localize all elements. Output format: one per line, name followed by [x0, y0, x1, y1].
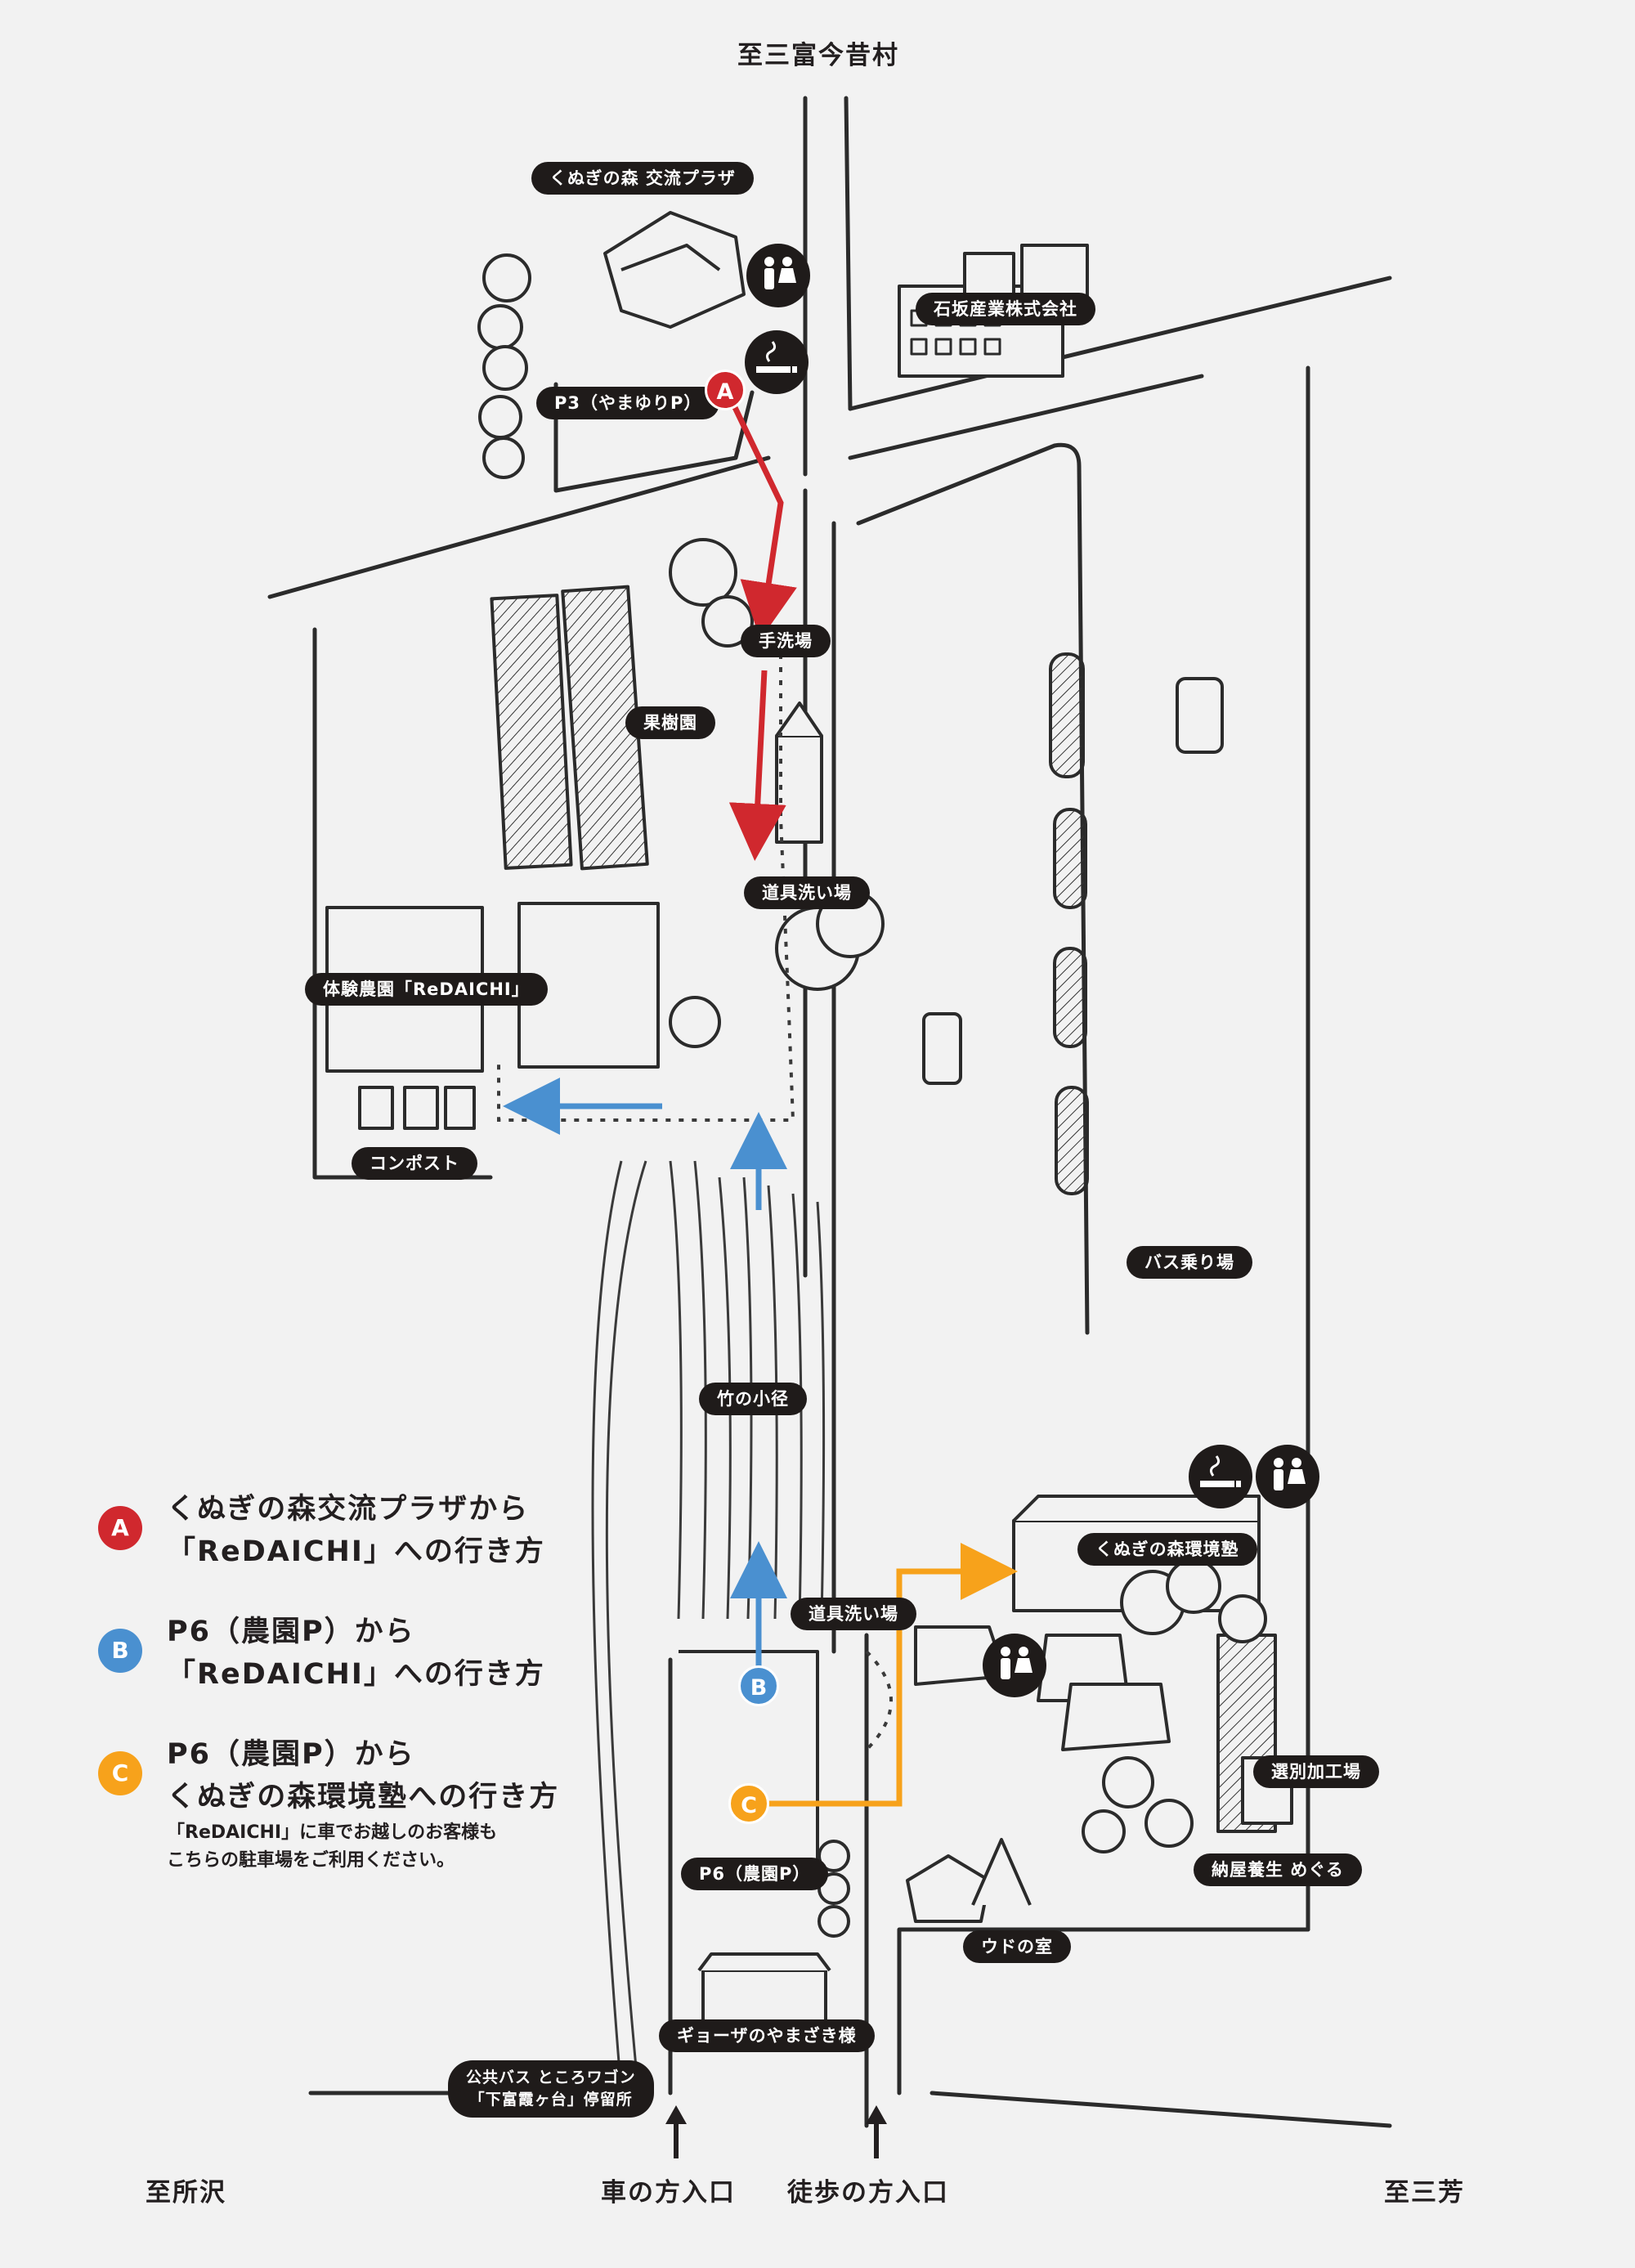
legend-a-line2: 「ReDAICHI」への行き方: [167, 1535, 545, 1568]
legend-note-line1: 「ReDAICHI」に車でお越しのお客様も: [167, 1822, 498, 1843]
label-p3[interactable]: P3（やまゆりP）: [536, 387, 720, 419]
toilet-icon[interactable]: [746, 244, 810, 307]
legend-item-a: A くぬぎの森交流プラザから 「ReDAICHI」への行き方: [98, 1488, 670, 1611]
direction-east: 至三芳: [1384, 2178, 1465, 2207]
route-a-line-2: [728, 670, 786, 861]
toilet-icon-village[interactable]: [983, 1634, 1046, 1697]
label-juku[interactable]: くぬぎの森環境塾: [1077, 1533, 1257, 1566]
legend-note-line2: こちらの駐車場をご利用ください。: [167, 1850, 455, 1871]
legend-item-b: B P6（農園P）から 「ReDAICHI」への行き方: [98, 1611, 670, 1733]
legend-item-c: C P6（農園P）から くぬぎの森環境塾への行き方: [98, 1733, 670, 1856]
route-legend: A くぬぎの森交流プラザから 「ReDAICHI」への行き方 B P6（農園P）…: [98, 1488, 670, 1871]
direction-west: 至所沢: [146, 2178, 226, 2207]
label-farm[interactable]: 体験農園「ReDAICHI」: [305, 973, 548, 1006]
legend-c-line2: くぬぎの森環境塾への行き方: [167, 1781, 560, 1813]
legend-text-c: P6（農園P）から くぬぎの森環境塾への行き方: [167, 1733, 559, 1818]
label-gyoza[interactable]: ギョーザのやまざき様: [659, 2019, 875, 2052]
direction-north: 至三富今昔村: [737, 41, 899, 70]
label-tool-wash-2[interactable]: 道具洗い場: [791, 1598, 916, 1630]
label-udo[interactable]: ウドの室: [963, 1930, 1071, 1963]
label-natto[interactable]: 納屋養生 めぐる: [1194, 1853, 1362, 1886]
walking-paths: [497, 654, 893, 1751]
label-tool-wash-1[interactable]: 道具洗い場: [744, 876, 870, 909]
public-bus-line-1: 公共バス ところワゴン: [466, 2069, 636, 2086]
legend-b-line2: 「ReDAICHI」への行き方: [167, 1658, 545, 1691]
label-bus-stop[interactable]: バス乗り場: [1127, 1246, 1252, 1279]
legend-badge-c: C: [98, 1751, 142, 1795]
legend-text-a: くぬぎの森交流プラザから 「ReDAICHI」への行き方: [167, 1488, 545, 1573]
label-ishizaka[interactable]: 石坂産業株式会社: [916, 293, 1095, 325]
legend-badge-a: A: [98, 1506, 142, 1550]
label-handwash[interactable]: 手洗場: [741, 625, 831, 657]
legend-badge-b: B: [98, 1629, 142, 1673]
bus-lane-markings: [1049, 652, 1089, 1195]
smoking-area-icon-juku[interactable]: [1189, 1445, 1252, 1508]
smoking-area-icon[interactable]: [745, 330, 809, 394]
walk-entrance-label: 徒歩の方入口: [787, 2178, 949, 2207]
label-bamboo-path[interactable]: 竹の小径: [699, 1383, 807, 1415]
route-c-marker[interactable]: C: [728, 1783, 769, 1824]
trees: [477, 253, 1267, 1938]
legend-text-b: P6（農園P）から 「ReDAICHI」への行き方: [167, 1611, 545, 1696]
legend-a-line1: くぬぎの森交流プラザから: [167, 1493, 530, 1526]
route-b-marker[interactable]: B: [738, 1665, 779, 1706]
toilet-icon-juku[interactable]: [1256, 1445, 1319, 1508]
legend-b-line1: P6（農園P）から: [167, 1616, 415, 1648]
label-orchard[interactable]: 果樹園: [625, 706, 715, 739]
label-plaza[interactable]: くぬぎの森 交流プラザ: [531, 162, 754, 195]
label-sorting[interactable]: 選別加工場: [1253, 1755, 1379, 1788]
legend-parking-note: 「ReDAICHI」に車でお越しのお客様も こちらの駐車場をご利用ください。: [167, 1819, 497, 1875]
route-a-marker[interactable]: A: [705, 370, 746, 410]
legend-c-line1: P6（農園P）から: [167, 1738, 415, 1771]
car-entrance-label: 車の方入口: [601, 2178, 736, 2207]
public-bus-line-2: 「下富霞ヶ台」停留所: [468, 2091, 633, 2109]
label-compost[interactable]: コンポスト: [352, 1147, 477, 1180]
label-p6[interactable]: P6（農園P）: [681, 1858, 829, 1890]
route-c-line: [768, 1543, 1018, 1807]
route-a-line: [728, 399, 797, 640]
bamboo-forest: [591, 1160, 826, 2094]
label-public-bus[interactable]: 公共バス ところワゴン 「下富霞ヶ台」停留所: [448, 2060, 654, 2118]
